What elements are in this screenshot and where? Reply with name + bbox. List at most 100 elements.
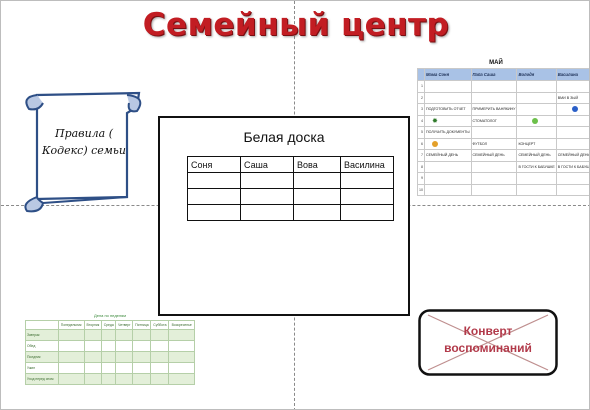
timetable-cell [168, 362, 195, 374]
calendar-cell: ПОЛУЧИТЬ ДОКУМЕНТЫ [424, 126, 472, 139]
memories-envelope[interactable]: Конверт воспоминаний [418, 309, 558, 376]
slide-title[interactable]: Семейный центр [142, 7, 450, 43]
timetable-row-label: Ужин [25, 362, 59, 374]
timetable-row-label: Обед [25, 340, 59, 352]
timetable-cell [83, 362, 103, 374]
weekly-timetable[interactable]: Дела по неделям Понедельник Вторник Сред… [25, 311, 195, 385]
table-row [187, 188, 394, 205]
timetable-cell [150, 362, 170, 374]
flower-icon: ✸ [432, 117, 438, 125]
calendar-cell: ✸ [424, 114, 472, 127]
calendar-cell: В ГОСТИ К БАБУШКЕ [516, 160, 557, 173]
timetable-cell [132, 351, 152, 363]
calendar-cell [516, 126, 557, 139]
calendar-row: 9 [417, 172, 589, 185]
calendar-cell: ПОДГОТОВИТЬ ОТЧЕТ [424, 103, 472, 116]
calendar-row: 2 ВМИ В ЗЫЙ [417, 91, 589, 104]
timetable-header-cell: Вторник [83, 320, 103, 330]
table-cell [340, 172, 394, 189]
timetable-header-cell: Суббота [150, 320, 170, 330]
timetable-row: Обед [25, 340, 195, 352]
scroll-line: Правила ( [54, 127, 114, 140]
envelope-line: воспоминаний [444, 341, 532, 355]
table-row: Соня Саша Вова Василина [187, 156, 394, 173]
table-cell [293, 188, 341, 205]
timetable-row-label: Завтрак [25, 329, 59, 341]
whiteboard[interactable]: Белая доска Соня Саша Вова Василина [158, 116, 410, 316]
table-cell [187, 188, 241, 205]
calendar-cell [516, 172, 557, 185]
calendar-cell [555, 126, 589, 139]
table-row [187, 204, 394, 221]
calendar-cell: ФУТБОЛ [470, 137, 518, 150]
envelope-text: Конверт воспоминаний [418, 323, 558, 357]
timetable-cell [57, 373, 85, 385]
envelope-icon [418, 309, 558, 376]
timetable-cell [132, 329, 152, 341]
timetable-cell [168, 329, 195, 341]
timetable-cell [115, 340, 134, 352]
calendar-cell [555, 103, 589, 116]
day-number: 1 [417, 80, 425, 93]
whiteboard-table: Соня Саша Вова Василина [187, 156, 394, 221]
calendar-cell [470, 172, 518, 185]
calendar-header-cell: Мама Соня [424, 68, 472, 81]
calendar-cell: ВМИ В ЗЫЙ [555, 91, 589, 104]
calendar-cell [424, 137, 472, 150]
day-number: 6 [417, 137, 425, 150]
scroll-icon [24, 91, 142, 213]
calendar-cell: СЕМЕЙНЫЙ ДЕНЬ [470, 149, 518, 162]
day-number: 5 [417, 126, 425, 139]
timetable-cell [132, 340, 152, 352]
timetable-cell [101, 351, 117, 363]
calendar-cell: СЕМЕЙНЫЙ ДЕНЬ [424, 149, 472, 162]
calendar-cell [555, 114, 589, 127]
calendar-cell [516, 183, 557, 196]
timetable-table: Понедельник Вторник Среда Четверг Пятниц… [25, 320, 195, 385]
day-number: 10 [417, 183, 425, 196]
calendar-cell [555, 137, 589, 150]
timetable-cell [101, 329, 117, 341]
timetable-cell [101, 340, 117, 352]
calendar-cell [470, 91, 518, 104]
family-rules-scroll[interactable]: Правила ( Кодекс) семьи [19, 85, 144, 215]
blue-circle-icon [571, 106, 578, 113]
calendar-header-cell: Папа Саша [470, 68, 518, 81]
timetable-cell [83, 329, 103, 341]
timetable-header-cell: Среда [101, 320, 117, 330]
timetable-cell [115, 329, 134, 341]
calendar-cell [424, 160, 472, 173]
calendar-cell: СТОМАТОЛОГ [470, 114, 518, 127]
timetable-row: Завтрак [25, 329, 195, 341]
table-cell: Василина [340, 156, 394, 173]
table-cell [340, 204, 394, 221]
green-circle-icon [532, 117, 539, 124]
timetable-row: Уход перед сном [25, 373, 195, 385]
timetable-cell [132, 362, 152, 374]
timetable-header-cell: Понедельник [57, 320, 85, 330]
timetable-row-label: Уход перед сном [25, 373, 59, 385]
day-number: 2 [417, 91, 425, 104]
calendar-cell [516, 114, 557, 127]
calendar-cell: ПРИМЕРИТЬ ВАНЯКИНУ [470, 103, 518, 116]
calendar-cell [470, 126, 518, 139]
calendar-cell [424, 183, 472, 196]
timetable-cell [150, 340, 170, 352]
timetable-row: Полдник [25, 351, 195, 363]
timetable-cell [150, 373, 170, 385]
calendar-header-row: Мама Соня Папа Саша Володя Василина [417, 68, 589, 81]
timetable-cell [57, 351, 85, 363]
whiteboard-title: Белая доска [243, 129, 325, 145]
timetable-row: Ужин [25, 362, 195, 374]
timetable-cell [101, 373, 117, 385]
day-number: 3 [417, 103, 425, 116]
calendar-cell [424, 91, 472, 104]
calendar-row: 10 [417, 183, 589, 196]
monthly-calendar[interactable]: МАЙ Мама Соня Папа Саша Володя Василина … [417, 59, 589, 196]
calendar-cell: СЕМЕЙНЫЙ ДЕНЬ [516, 149, 557, 162]
calendar-cell: В ГОСТИ К БАБУШКЕ [555, 160, 589, 173]
timetable-cell [83, 340, 103, 352]
table-cell [293, 204, 341, 221]
